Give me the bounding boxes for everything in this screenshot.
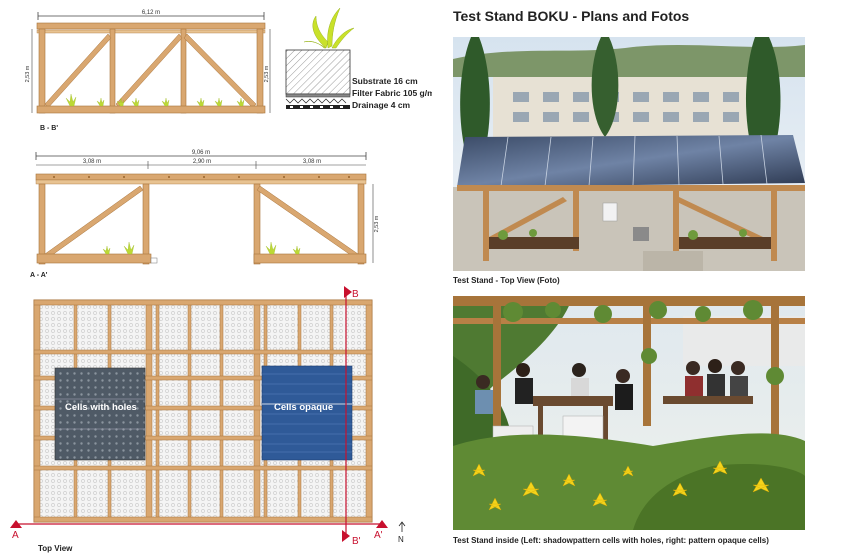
cells-opaque-label: Cells opaque: [274, 402, 333, 413]
bb-width-dim: 6,12 m: [142, 10, 160, 16]
bb-height-left: 2,53 m: [25, 65, 31, 82]
photo-inside-caption: Test Stand inside (Left: shadowpattern c…: [453, 536, 769, 545]
north-label: N: [398, 535, 404, 544]
aa-right-dim: 3,08 m: [303, 159, 321, 165]
grass-icon: [303, 7, 355, 49]
aa-total-dim: 9,06 m: [192, 150, 210, 156]
layer-detail-drawing: Substrate 16 cm Filter Fabric 105 g/m2 D…: [285, 7, 432, 110]
marker-b: B: [352, 289, 359, 300]
cells-with-holes-panel: [54, 367, 146, 461]
page-title: Test Stand BOKU - Plans and Fotos: [453, 8, 690, 24]
north-arrow-icon: [398, 521, 406, 532]
cells-opaque-panel: [261, 365, 353, 461]
aa-mid-dim: 2,90 m: [193, 159, 211, 165]
aa-label: A - A': [30, 272, 48, 279]
cells-holes-label: Cells with holes: [65, 402, 137, 413]
layer-substrate-label: Substrate 16 cm: [352, 76, 418, 86]
section-bb-drawing: 6,12 m 2,53 m 2,53 m B - B': [25, 10, 271, 132]
bb-label: B - B': [40, 125, 58, 132]
aa-height-dim: 2,53 m: [374, 215, 380, 232]
top-view-label: Top View: [38, 544, 73, 553]
bb-height-right: 2,53 m: [264, 65, 270, 82]
marker-a: A: [12, 530, 19, 541]
aa-left-dim: 3,08 m: [83, 159, 101, 165]
marker-a-prime: A': [374, 530, 383, 541]
layer-drainage-label: Drainage 4 cm: [352, 100, 411, 110]
photo-inside: [453, 296, 805, 530]
photo-top-caption: Test Stand - Top View (Foto): [453, 276, 560, 285]
top-view-drawing: Cells with holes Cells opaque B A B' A' …: [10, 286, 406, 553]
marker-b-prime: B': [352, 536, 361, 547]
section-aa-drawing: 9,06 m 3,08 m 2,90 m 3,08 m 2,53 m A - A…: [30, 150, 380, 279]
layer-filter-label: Filter Fabric 105 g/m2: [352, 88, 432, 98]
photo-top-view: [453, 37, 805, 271]
